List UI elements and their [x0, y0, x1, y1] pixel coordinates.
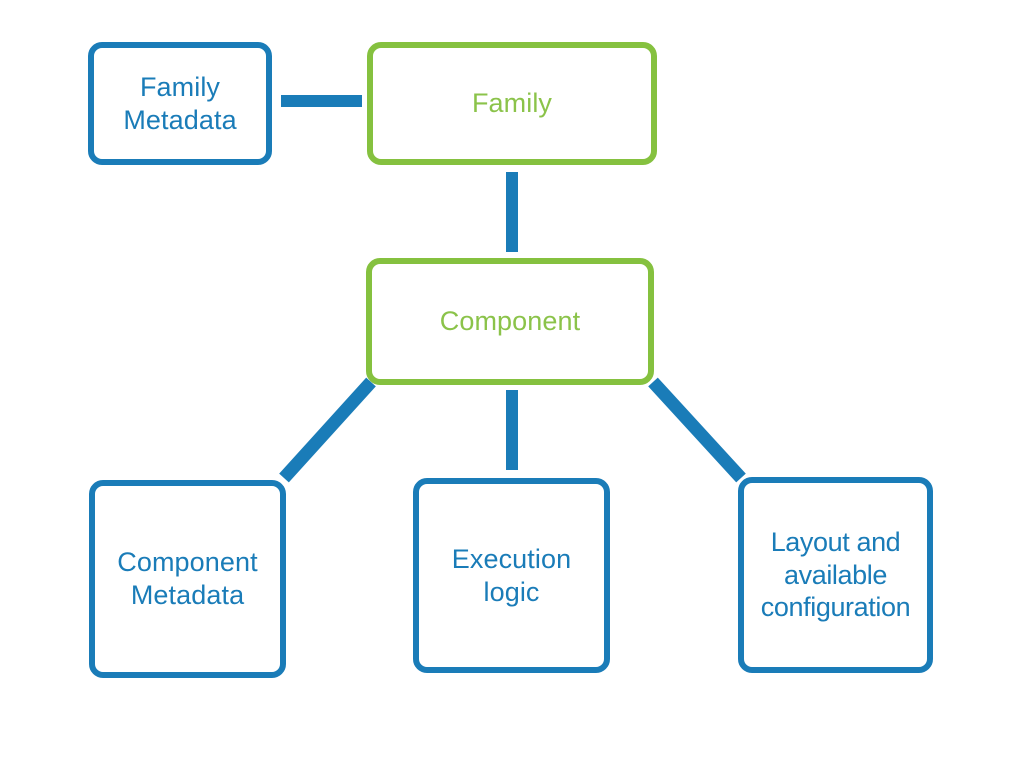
node-family-metadata-label: Family Metadata: [123, 71, 237, 135]
node-component[interactable]: Component: [366, 258, 654, 385]
node-family-label: Family: [471, 88, 553, 119]
node-family[interactable]: Family: [367, 42, 657, 165]
node-execution-logic[interactable]: Execution logic: [413, 478, 610, 673]
node-component-metadata[interactable]: Component Metadata: [89, 480, 286, 678]
edge-component-to-layout-config: [648, 377, 746, 483]
node-layout-config[interactable]: Layout and available configuration: [738, 477, 933, 673]
edge-component-to-component-metadata: [279, 377, 376, 483]
node-execution-logic-label: Execution logic: [451, 543, 572, 607]
node-component-metadata-label: Component Metadata: [117, 547, 258, 610]
node-family-metadata[interactable]: Family Metadata: [88, 42, 272, 165]
node-layout-config-label: Layout and available configuration: [760, 526, 911, 623]
node-component-label: Component: [439, 306, 581, 337]
